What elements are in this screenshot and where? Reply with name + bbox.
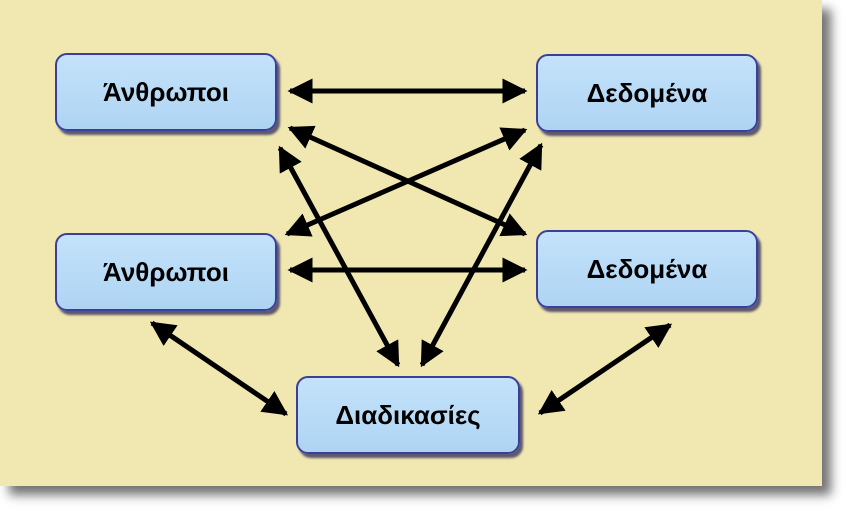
node-data-top-label: Δεδομένα xyxy=(586,77,708,108)
node-people-mid-label: Άνθρωποι xyxy=(103,256,229,287)
arrow-data-top-procedures xyxy=(419,142,544,368)
node-data-mid-label: Δεδομένα xyxy=(586,253,708,284)
node-people-mid: Άνθρωποι xyxy=(55,233,277,311)
arrow-data-mid-procedures xyxy=(537,322,673,416)
arrow-people-top-procedures xyxy=(277,145,401,368)
node-data-mid: Δεδομένα xyxy=(536,230,758,308)
arrow-people-mid-procedures xyxy=(149,320,289,417)
node-people-top-label: Άνθρωποι xyxy=(103,76,229,107)
node-procedures-label: Διαδικασίες xyxy=(335,399,481,430)
node-people-top: Άνθρωποι xyxy=(55,53,277,131)
node-procedures: Διαδικασίες xyxy=(296,376,520,454)
node-data-top: Δεδομένα xyxy=(536,54,758,132)
